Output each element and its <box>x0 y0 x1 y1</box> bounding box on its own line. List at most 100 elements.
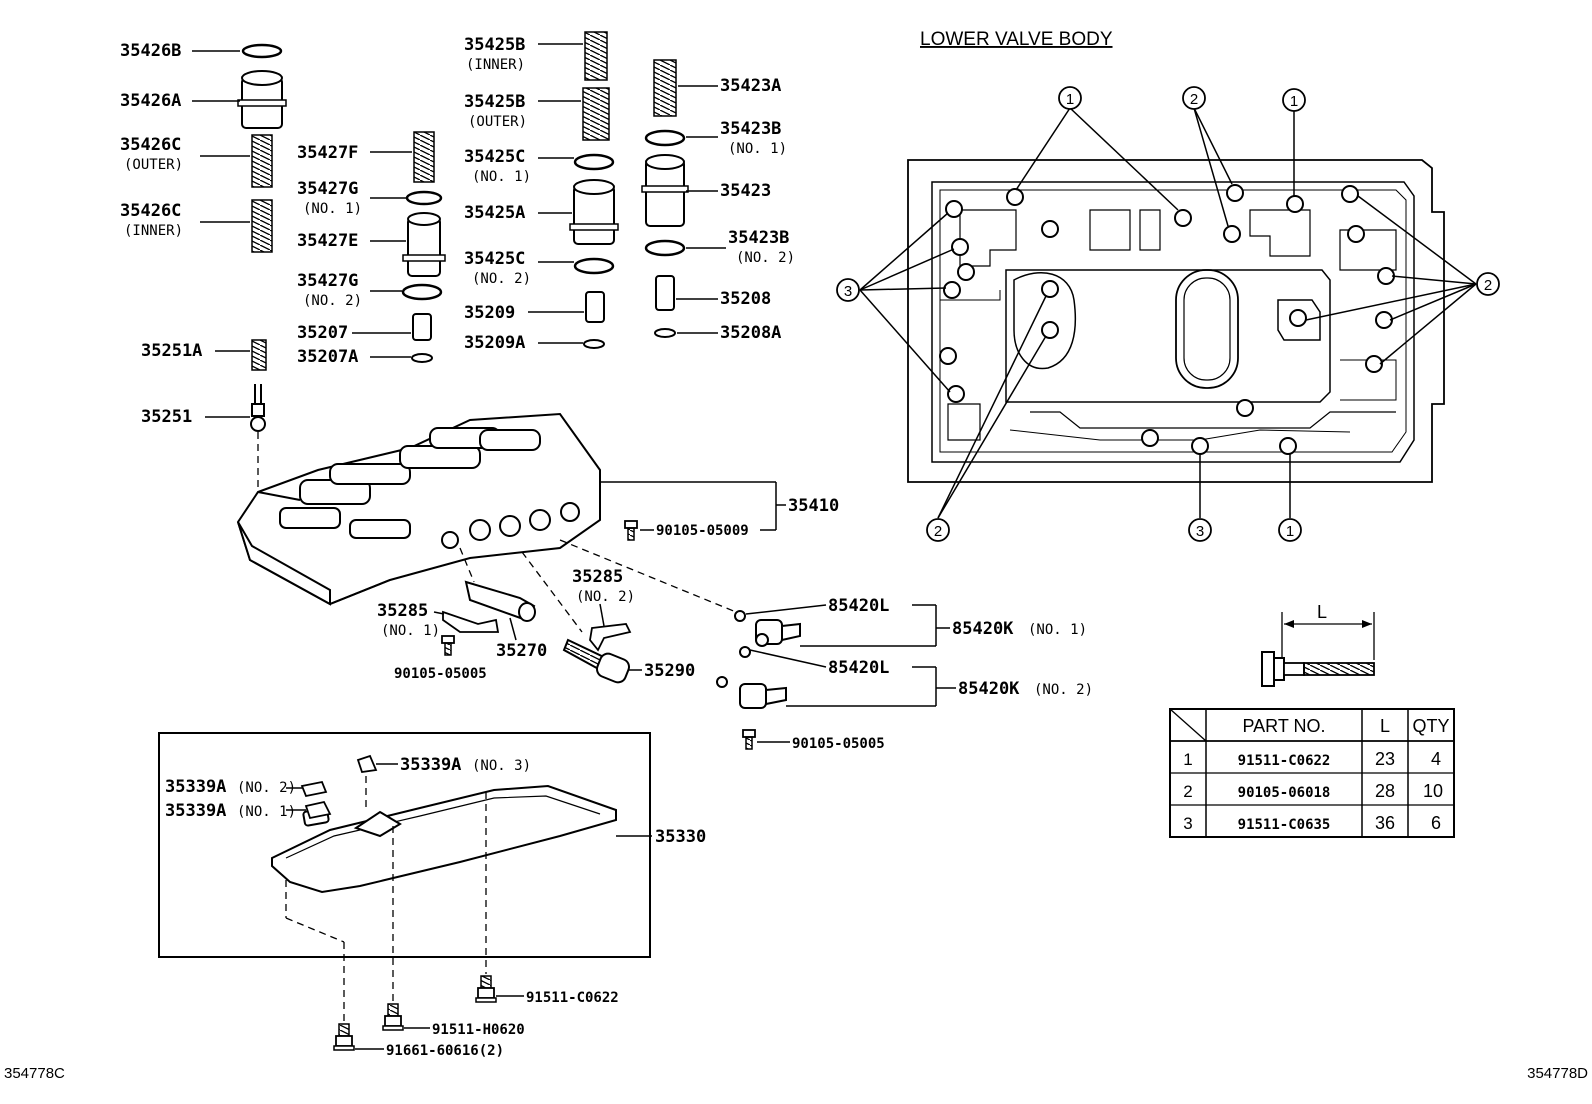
label-91661-60616: 91661-60616(2) <box>386 1043 504 1059</box>
label-35426C-outer-sub: (OUTER) <box>124 157 183 173</box>
plan-bolt-heads <box>939 184 1395 455</box>
label-85420K-1: 85420K <box>952 619 1014 639</box>
label-35423B-2: 35423B <box>728 228 789 248</box>
label-35426C-outer: 35426C <box>120 135 181 155</box>
spring-35426C-outer <box>251 134 273 188</box>
table-row-3-index: 3 <box>1183 814 1192 833</box>
sleeve-35426A <box>237 70 287 129</box>
label-35339A-no1-sub: (NO. 1) <box>237 804 296 820</box>
label-35270: 35270 <box>496 641 547 661</box>
label-35425A: 35425A <box>464 203 525 223</box>
label-35207: 35207 <box>297 323 348 343</box>
o-ring-35423B-2 <box>644 239 686 257</box>
table-row-2-part: 90105-06018 <box>1238 785 1331 801</box>
table-row-1-qty: 4 <box>1431 749 1441 769</box>
label-35285-no2-sub: (NO. 2) <box>576 589 635 605</box>
label-91511-H0620: 91511-H0620 <box>432 1022 525 1038</box>
dimension-L-label: L <box>1317 602 1327 622</box>
bracket-35285-no1 <box>442 610 500 633</box>
table-row-1-part: 91511-C0622 <box>1238 753 1331 769</box>
label-35339A-no2: 35339A <box>165 777 226 797</box>
spring-35251A <box>251 339 267 371</box>
plug-35209 <box>585 291 605 323</box>
table-row-2-length: 28 <box>1375 781 1395 801</box>
label-35208: 35208 <box>720 289 771 309</box>
solenoid-85420K-no1 <box>734 610 801 647</box>
clip-35207A <box>411 353 433 363</box>
table-header-length: L <box>1380 716 1390 736</box>
table-header-qty: QTY <box>1412 716 1449 736</box>
bolt-length-detail: L <box>1261 602 1375 687</box>
o-ring-35426B <box>241 43 283 59</box>
callout-2-b: 2 <box>1484 277 1492 294</box>
label-35410: 35410 <box>788 496 839 516</box>
table-row-1-index: 1 <box>1183 750 1192 769</box>
label-35425B-inner: 35425B <box>464 35 525 55</box>
solenoid-85420K-no2 <box>716 646 787 709</box>
plug-35208 <box>655 275 675 311</box>
label-35425C-2-sub: (NO. 2) <box>472 271 531 287</box>
label-35423A: 35423A <box>720 76 781 96</box>
bolt-90105-05005-b <box>742 729 756 750</box>
table-row-3-qty: 6 <box>1431 813 1441 833</box>
label-85420L-1: 85420L <box>828 596 889 616</box>
bolt-90105-05009 <box>624 520 638 541</box>
sleeve-35427E <box>402 212 446 277</box>
bolt-table: PART NO. L QTY 1 91511-C0622 23 4 2 9010… <box>1169 708 1455 838</box>
label-35290: 35290 <box>644 661 695 681</box>
label-35425C-1: 35425C <box>464 147 525 167</box>
label-35427G-2-sub: (NO. 2) <box>303 293 362 309</box>
callout-3-b: 3 <box>1196 523 1204 540</box>
valve-body-35410 <box>236 412 601 606</box>
label-35426C-inner-sub: (INNER) <box>124 223 183 239</box>
spring-35423A <box>653 59 677 117</box>
label-35209A: 35209A <box>464 333 525 353</box>
table-header-part-no: PART NO. <box>1242 716 1325 736</box>
label-35423B-1: 35423B <box>720 119 781 139</box>
o-ring-35425C-2 <box>573 257 615 275</box>
strainer-35330 <box>271 784 617 894</box>
label-35427F: 35427F <box>297 143 358 163</box>
bolt-91511-C0622 <box>475 975 497 1003</box>
label-35208A: 35208A <box>720 323 781 343</box>
group-35425: 35425B (INNER) 35425B (OUTER) 35425C (NO… <box>464 31 619 353</box>
table-row-2-qty: 10 <box>1423 781 1443 801</box>
label-35207A: 35207A <box>297 347 358 367</box>
diagram-title: LOWER VALVE BODY <box>920 29 1113 50</box>
strainer-frame <box>158 732 651 958</box>
label-91511-C0622: 91511-C0622 <box>526 990 619 1006</box>
label-85420K-2-sub: (NO. 2) <box>1034 682 1093 698</box>
callout-3-a: 3 <box>844 283 852 300</box>
label-90105-05005-a: 90105-05005 <box>394 666 487 682</box>
label-35425B-outer-sub: (OUTER) <box>468 114 527 130</box>
label-85420K-2: 85420K <box>958 679 1020 699</box>
table-row-1-length: 23 <box>1375 749 1395 769</box>
callout-1-c: 1 <box>1286 523 1294 540</box>
label-35425C-2: 35425C <box>464 249 525 269</box>
label-35425C-1-sub: (NO. 1) <box>472 169 531 185</box>
label-90105-05009: 90105-05009 <box>656 523 749 539</box>
bolt-91661-60616 <box>333 1023 355 1051</box>
clip-35209A <box>583 339 605 349</box>
spring-35425B-inner <box>584 31 608 81</box>
spring-35427F <box>413 131 435 183</box>
valve-35251 <box>250 384 266 432</box>
o-ring-35423B-1 <box>644 129 686 147</box>
label-35426C-inner: 35426C <box>120 201 181 221</box>
callout-numbers: 1 2 1 3 2 2 3 1 <box>844 91 1492 540</box>
bolt-91511-H0620 <box>382 1003 404 1031</box>
o-ring-35425C-1 <box>573 153 615 171</box>
label-35427G-1: 35427G <box>297 179 358 199</box>
label-35426A: 35426A <box>120 91 181 111</box>
group-35427: 35427F 35427G (NO. 1) 35427E 35427G (NO.… <box>297 131 446 367</box>
table-row-2-index: 2 <box>1183 782 1192 801</box>
plan-callouts <box>859 107 1477 519</box>
label-35339A-no2-sub: (NO. 2) <box>237 780 296 796</box>
callout-2-a: 2 <box>1190 91 1198 108</box>
label-85420K-1-sub: (NO. 1) <box>1028 622 1087 638</box>
o-ring-35427G-2 <box>401 283 443 301</box>
label-35427G-2: 35427G <box>297 271 358 291</box>
label-35330: 35330 <box>655 827 706 847</box>
